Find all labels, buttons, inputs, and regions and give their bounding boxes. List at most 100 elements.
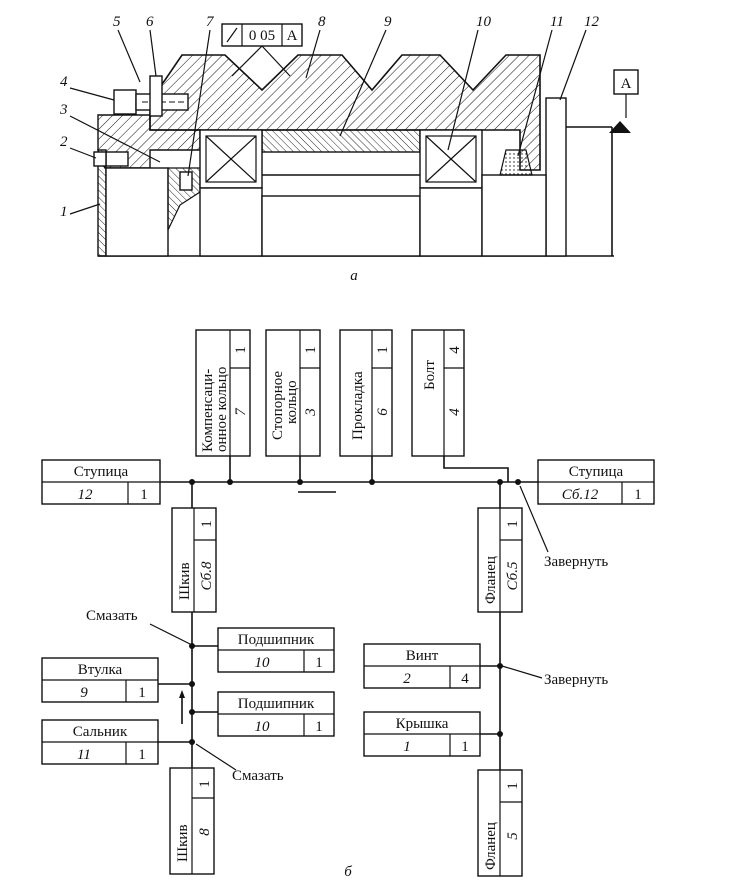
callout-7: 7 [206,14,215,30]
callout-3: 3 [59,102,68,118]
shaft-mid [261,195,421,257]
pulley-base-name: Шкив [175,824,191,862]
hub-base-num: 12 [78,487,94,503]
dot-3 [297,479,303,485]
callout-labels: 5 6 4 3 2 1 7 8 9 10 11 12 [59,14,600,220]
hub-assembly-qty: 1 [634,487,642,503]
ret-ring-name-2: кольцо [284,380,300,424]
part-7-comp-ring [179,171,193,191]
note-screw-in-1: Завернуть [544,554,608,570]
flange-base-qty: 1 [505,782,521,790]
callout-8-leader [305,29,321,79]
callout-6-leader [149,29,157,77]
gasket-name: Прокладка [350,371,366,440]
note-lubricate-2: Смазать [232,768,284,784]
note-lubricate-1-leader [149,623,191,645]
caption-a: а [350,268,358,284]
bearing-right-cross-b [425,135,477,183]
pulley-base-qty: 1 [197,780,213,788]
callout-12: 12 [584,14,600,30]
hub-assembly-name: Ступица [569,464,624,480]
hub-assembly-num: Сб.12 [562,487,599,503]
note-screw-in-2: Завернуть [544,672,608,688]
datum-frame [613,69,639,95]
runout-symbol [226,27,238,43]
callout-4: 4 [60,74,68,90]
ret-ring-num: 3 [303,408,319,417]
callout-4-leader [69,87,115,101]
bushing-num: 9 [80,685,88,701]
callout-9-leader [339,29,387,137]
part-card-bushing: Втулка 9 1 [41,657,192,703]
part-6-gasket [149,75,163,117]
callout-3-leader [69,115,161,163]
dot-4 [369,479,375,485]
datum-triangle [609,121,631,133]
bushing-name: Втулка [78,662,123,678]
shaft-step-left [199,187,263,257]
pulley-asm-name: Шкив [177,562,193,600]
comp-ring-box [195,329,251,457]
screw-qty: 4 [461,671,469,687]
bushing-qty: 1 [138,685,146,701]
connector-bolt [443,456,509,482]
tolerance-value: 0 05 [249,28,275,44]
bolt-qty: 4 [447,346,463,354]
ret-ring-name-1: Стопорное [270,371,286,440]
cover-name: Крышка [396,716,449,732]
part-card-comp-ring: Компенсаци- онное кольцо 7 1 [195,329,251,457]
part-card-flange-base: Фланец 5 1 [477,769,523,877]
screw-num: 2 [403,671,411,687]
part-4-bolt-head [113,89,137,115]
datum-label: A [621,76,632,92]
callout-7-leader [187,29,211,177]
screw-name: Винт [406,648,439,664]
comp-ring-name-2: онное кольцо [214,367,230,452]
tolerance-datum: A [287,28,298,44]
bearing-1-qty: 1 [315,655,323,671]
callout-2: 2 [60,134,68,150]
dot-5 [497,479,503,485]
gasket-qty: 1 [375,346,391,354]
dot-2 [227,479,233,485]
bearing-1-name: Подшипник [238,632,315,648]
pulley-asm-num: Сб.8 [199,561,215,590]
tolerance-leader-a [231,45,263,77]
bearing-2-num: 10 [255,719,271,735]
bolt-name: Болт [422,360,438,390]
part-2-screw [105,151,129,167]
shaft-left-section [105,167,169,257]
callout-11-leader [517,29,553,157]
callout-8: 8 [318,14,326,30]
part-card-flange-assembly: Фланец Сб.5 1 [477,507,523,613]
part-card-hub-assembly: Ступица Сб.12 1 [537,459,655,505]
part-card-gasket: Прокладка 6 1 [339,329,393,457]
note-lubricate-1: Смазать [86,608,138,624]
bearing-2-qty: 1 [315,719,323,735]
note-screw-in-2-leader [501,665,543,679]
part-card-cover: Крышка 1 1 [363,711,500,757]
shaft-step-right [419,187,483,257]
hub-base-name: Ступица [74,464,129,480]
callout-6: 6 [146,14,154,30]
flange-base-num: 5 [505,832,521,840]
part-card-ret-ring: Стопорное кольцо 3 1 [265,329,321,457]
bearing-1-num: 10 [255,655,271,671]
dot-1 [189,479,195,485]
cover-num: 1 [403,739,411,755]
seal-name: Сальник [73,724,128,740]
part-card-pulley-assembly: Шкив Сб.8 1 [171,507,217,613]
bearing-left-cross-b [205,135,257,183]
part-11-seal [499,149,533,176]
callout-5-leader [117,29,141,83]
assembly-scheme: Компенсаци- онное кольцо 7 1 Стопорное к… [41,329,655,880]
hub-base-qty: 1 [140,487,148,503]
callout-2-leader [69,147,97,159]
direction-arrowhead [179,690,185,698]
bearing-left-inner [205,135,257,183]
flange-asm-num: Сб.5 [505,561,521,590]
part-card-hub-base: Ступица 12 1 [41,459,161,505]
callout-9: 9 [384,14,392,30]
tolerance-leader-b [261,45,291,77]
callout-1: 1 [60,204,68,220]
